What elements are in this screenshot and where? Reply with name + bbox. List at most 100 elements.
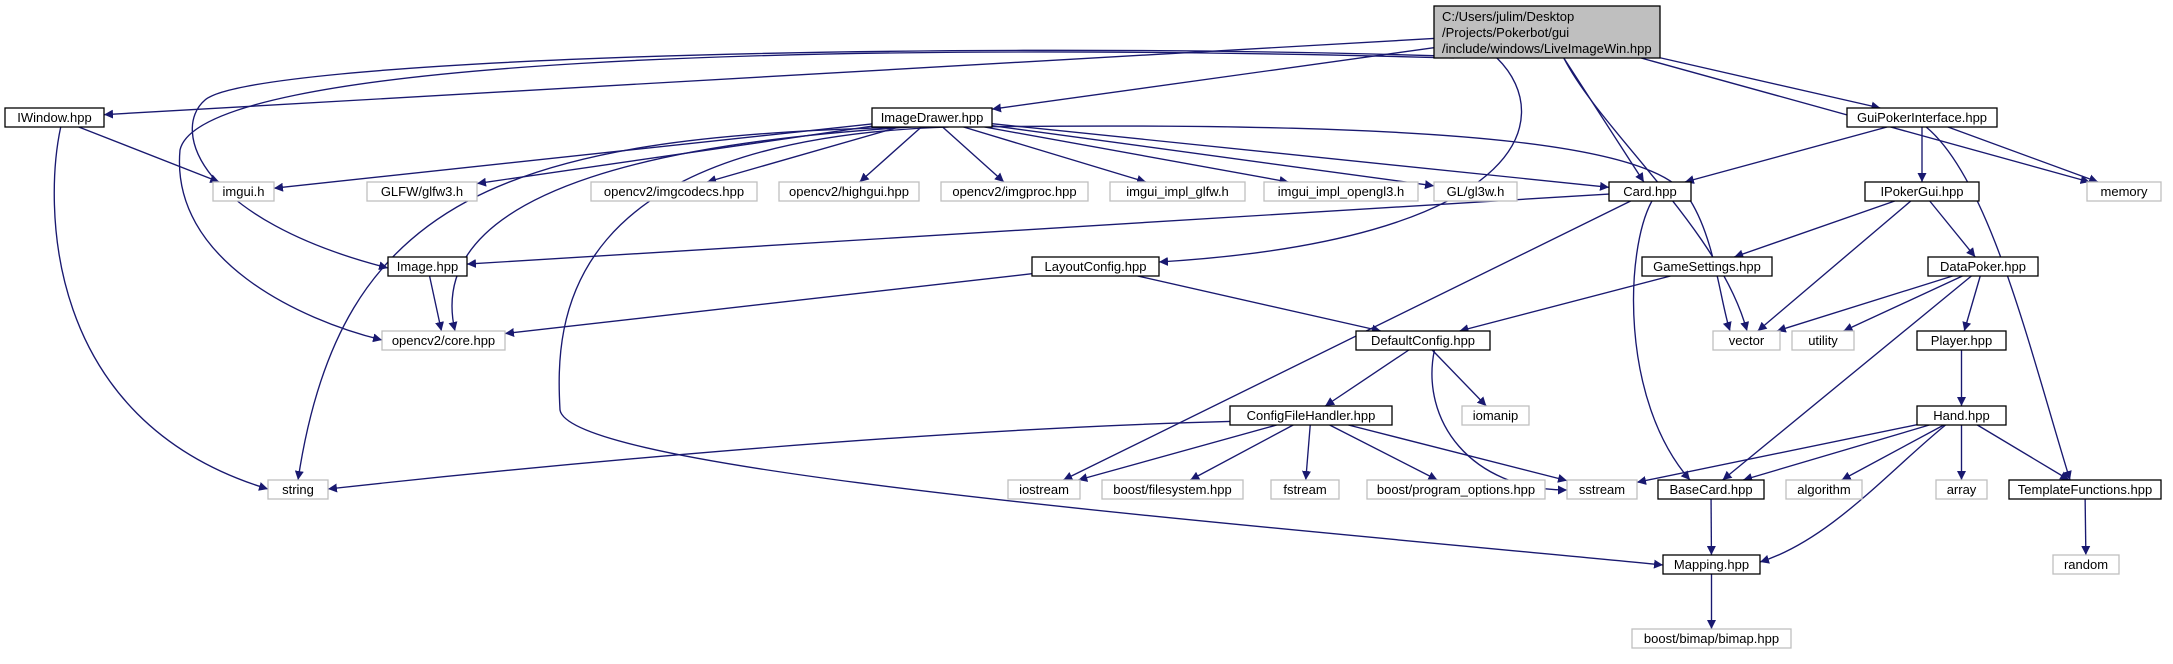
node-layoutconfig[interactable]: LayoutConfig.hpp [1031, 256, 1160, 277]
node-label: IWindow.hpp [17, 110, 91, 125]
node-iostream: iostream [1007, 479, 1081, 500]
node-label: GLFW/glfw3.h [381, 184, 463, 199]
node-glfw: GLFW/glfw3.h [366, 181, 478, 202]
node-implgl3: imgui_impl_opengl3.h [1263, 181, 1419, 202]
node-box[interactable] [1864, 181, 1980, 202]
edge-hand-to-algorithm [1841, 424, 1945, 481]
edge-imagedrawer-to-gl3w [991, 125, 1435, 190]
edge-hand-to-templatefn [1977, 424, 2070, 481]
node-label: Mapping.hpp [1674, 557, 1749, 572]
node-box[interactable] [1031, 256, 1160, 277]
node-image[interactable]: Image.hpp [387, 256, 468, 277]
node-mapping[interactable]: Mapping.hpp [1662, 554, 1761, 575]
edge-guipoker-to-templatefn [1925, 126, 2072, 481]
node-box[interactable] [1846, 107, 1998, 128]
node-label: DataPoker.hpp [1940, 259, 2026, 274]
edge-gamesettings-to-defaultconfig [1459, 275, 1671, 334]
node-box[interactable] [871, 107, 993, 128]
node-box[interactable] [1662, 554, 1761, 575]
edge-imagedrawer-to-imgproc [942, 126, 1005, 183]
nodes-layer: C:/Users/julim/Desktop/Projects/Pokerbot… [4, 5, 2162, 649]
node-label: opencv2/imgcodecs.hpp [604, 184, 744, 199]
node-gamesettings[interactable]: GameSettings.hpp [1641, 256, 1773, 277]
node-box [1263, 181, 1419, 202]
node-utility: utility [1791, 330, 1855, 351]
node-box [1366, 479, 1546, 500]
node-datapoker[interactable]: DataPoker.hpp [1927, 256, 2039, 277]
edge-card-to-basecard [1632, 200, 1691, 481]
edge-imagedrawer-to-imgui [273, 123, 873, 192]
node-bfs: boost/filesystem.hpp [1101, 479, 1244, 500]
node-box[interactable] [387, 256, 468, 277]
node-box[interactable] [1927, 256, 2039, 277]
edge-root-to-image [191, 49, 1435, 271]
edge-imagedrawer-to-string [294, 126, 916, 481]
node-label: C:/Users/julim/Desktop [1442, 9, 1574, 24]
node-label: GameSettings.hpp [1653, 259, 1761, 274]
node-box[interactable] [1433, 5, 1661, 59]
node-bimap: boost/bimap/bimap.hpp [1631, 628, 1792, 649]
node-cfh[interactable]: ConfigFileHandler.hpp [1229, 405, 1393, 426]
node-box[interactable] [1641, 256, 1773, 277]
edge-defaultconfig-to-iomanip [1431, 349, 1487, 407]
edge-datapoker-to-player [1962, 275, 1981, 332]
node-box [1935, 479, 1988, 500]
node-box[interactable] [2008, 479, 2162, 500]
edge-datapoker-to-vector [1776, 275, 1953, 333]
edge-hand-to-basecard [1742, 424, 1930, 482]
node-label: string [282, 482, 314, 497]
node-label: GuiPokerInterface.hpp [1857, 110, 1987, 125]
edge-cfh-to-iostream [1078, 424, 1277, 482]
node-ipokergui[interactable]: IPokerGui.hpp [1864, 181, 1980, 202]
node-box[interactable] [1916, 405, 2007, 426]
edge-imagedrawer-to-implgl3 [984, 126, 1289, 185]
node-bpo: boost/program_options.hpp [1366, 479, 1546, 500]
node-label: Hand.hpp [1933, 408, 1989, 423]
node-player[interactable]: Player.hpp [1916, 330, 2007, 351]
edge-root-to-card [1563, 57, 1645, 183]
node-basecard[interactable]: BaseCard.hpp [1657, 479, 1765, 500]
edge-guipoker-to-memory [1947, 126, 2099, 184]
node-sstream: sstream [1566, 479, 1638, 500]
node-label: boost/bimap/bimap.hpp [1644, 631, 1779, 646]
node-box [1461, 405, 1530, 426]
edge-cfh-to-string [327, 420, 1231, 493]
node-box [381, 330, 506, 351]
node-box[interactable] [1355, 330, 1491, 351]
node-label: vector [1729, 333, 1765, 348]
node-box [1101, 479, 1244, 500]
node-hand[interactable]: Hand.hpp [1916, 405, 2007, 426]
node-label: /Projects/Pokerbot/gui [1442, 25, 1569, 40]
node-box [212, 181, 275, 202]
node-box[interactable] [1229, 405, 1393, 426]
edge-cfh-to-fstream [1302, 424, 1311, 481]
node-imagedrawer[interactable]: ImageDrawer.hpp [871, 107, 993, 128]
node-imgproc: opencv2/imgproc.hpp [940, 181, 1089, 202]
edge-imagedrawer-to-cvcore [448, 126, 912, 332]
edge-ipokergui-to-datapoker [1929, 200, 1976, 258]
node-string: string [267, 479, 329, 500]
node-box [940, 181, 1089, 202]
node-templatefn[interactable]: TemplateFunctions.hpp [2008, 479, 2162, 500]
node-defaultconfig[interactable]: DefaultConfig.hpp [1355, 330, 1491, 351]
node-gl3w: GL/gl3w.h [1433, 181, 1518, 202]
edge-root-to-iwindow [103, 37, 1435, 119]
node-box[interactable] [4, 107, 105, 128]
node-label: GL/gl3w.h [1447, 184, 1505, 199]
node-fstream: fstream [1270, 479, 1340, 500]
node-iwindow[interactable]: IWindow.hpp [4, 107, 105, 128]
node-guipoker[interactable]: GuiPokerInterface.hpp [1846, 107, 1998, 128]
node-label: Card.hpp [1623, 184, 1676, 199]
node-label: fstream [1283, 482, 1326, 497]
node-box[interactable] [1916, 330, 2007, 351]
edge-cfh-to-bfs [1189, 424, 1294, 481]
node-root[interactable]: C:/Users/julim/Desktop/Projects/Pokerbot… [1433, 5, 1661, 59]
node-box[interactable] [1608, 181, 1692, 202]
node-array: array [1935, 479, 1988, 500]
node-label: iomanip [1473, 408, 1519, 423]
node-box[interactable] [1657, 479, 1765, 500]
node-card[interactable]: Card.hpp [1608, 181, 1692, 202]
edge-iwindow-to-string [53, 126, 269, 491]
node-label: boost/filesystem.hpp [1113, 482, 1232, 497]
